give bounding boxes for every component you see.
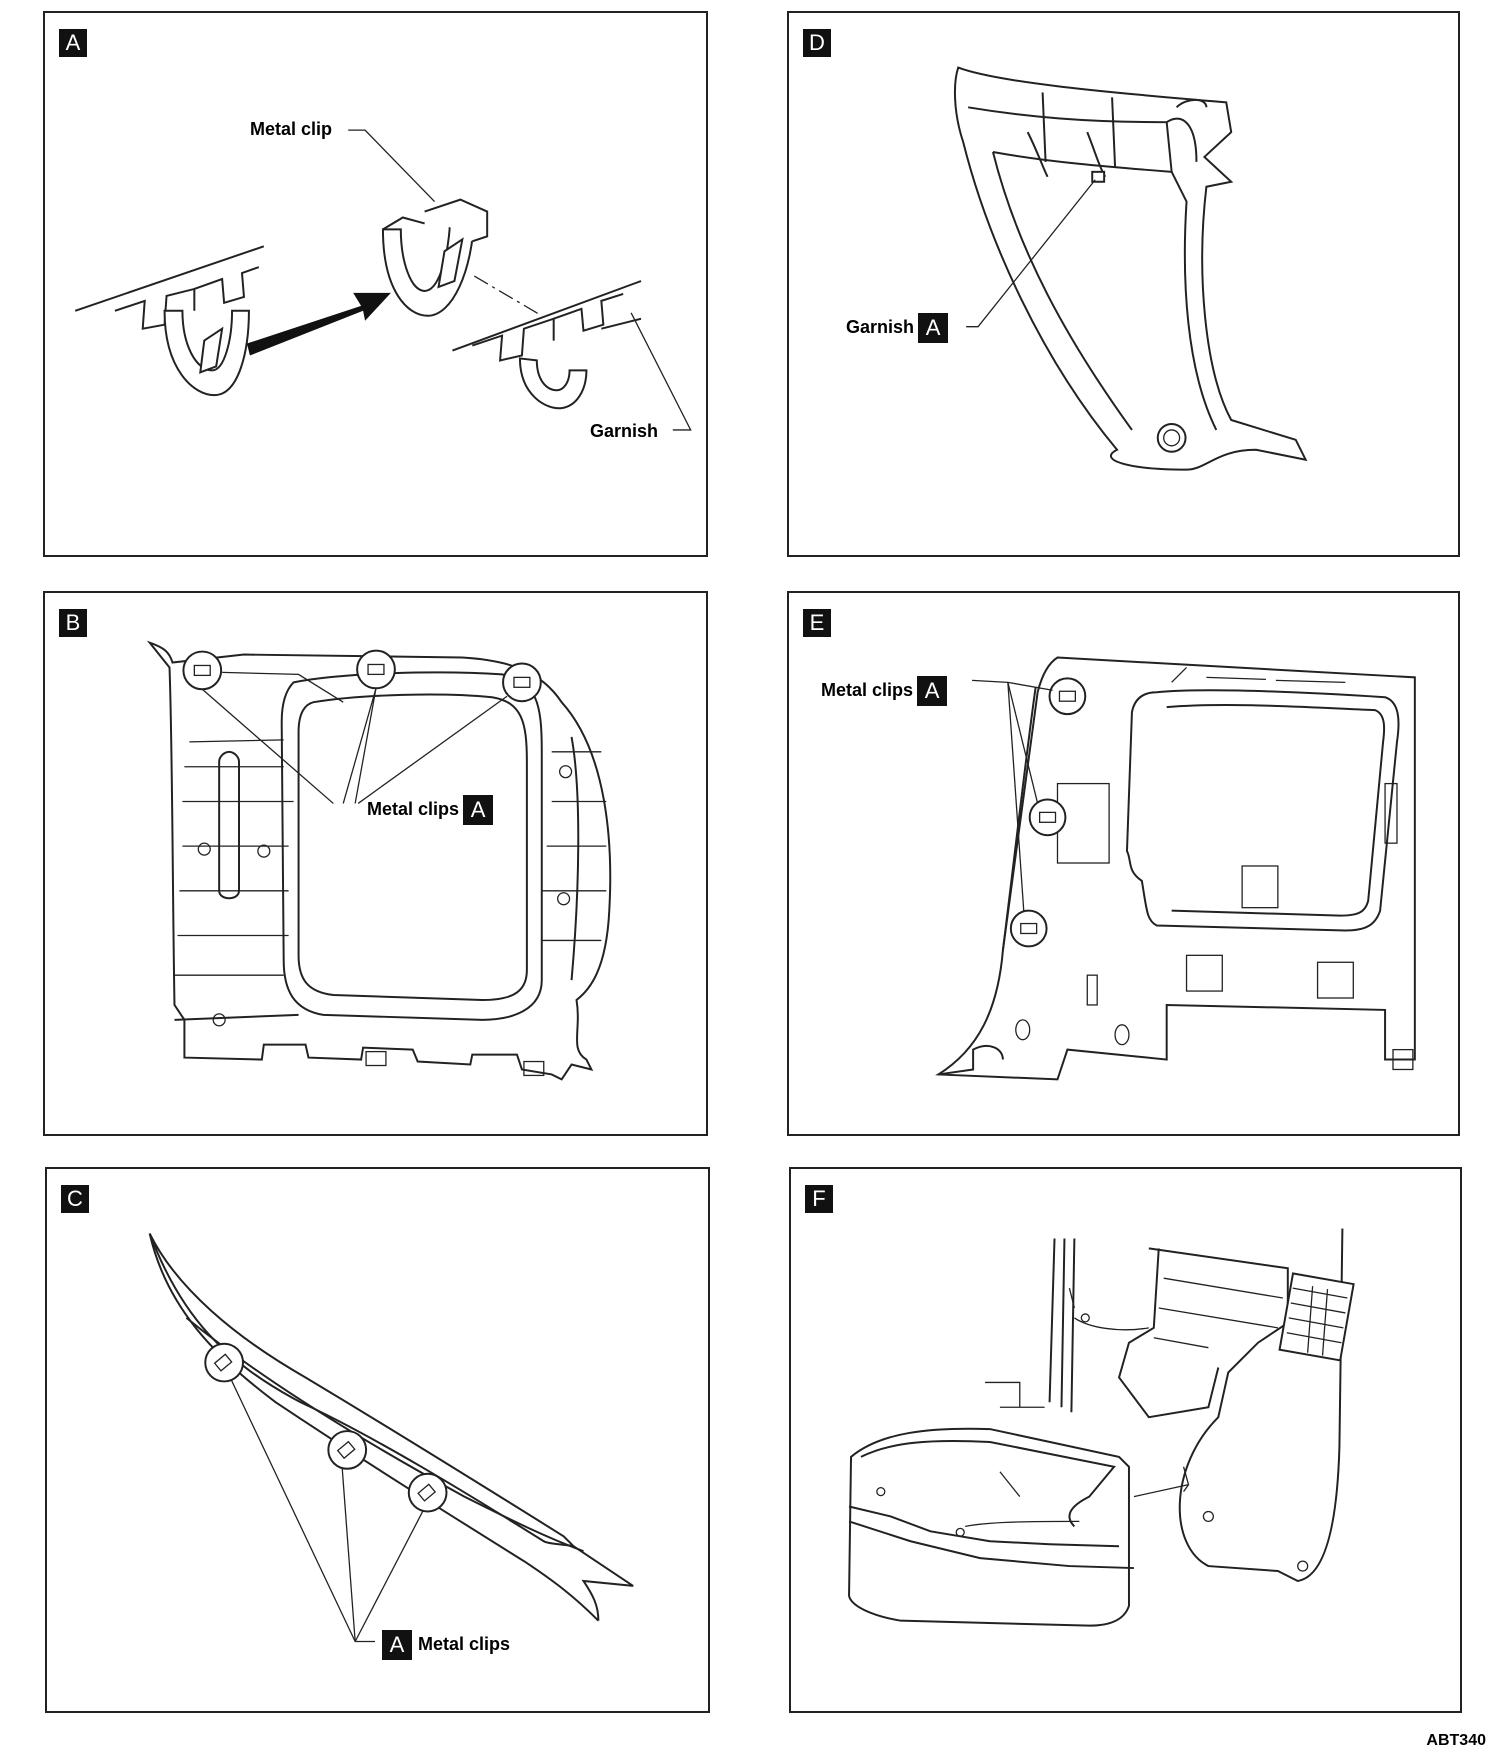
luggage-side-trim-illustration bbox=[935, 656, 1416, 1081]
figure-code: ABT340 bbox=[1426, 1732, 1486, 1749]
garnish-panel-illustration bbox=[953, 66, 1308, 471]
panel-tag-b: B bbox=[59, 609, 87, 637]
reference-tag-a: A bbox=[463, 795, 494, 825]
panel-tag-e: E bbox=[803, 609, 831, 637]
rear-side-trim-panel-illustration bbox=[146, 640, 612, 1081]
garnish-label-text: Garnish bbox=[846, 316, 915, 337]
reference-tag-a: A bbox=[382, 1630, 412, 1660]
panel-c: C A Metal clips bbox=[45, 1167, 710, 1713]
metal-clip-label: Metal clip bbox=[250, 119, 333, 139]
panel-tag-d: D bbox=[803, 29, 831, 57]
cargo-floor-trim-illustration bbox=[848, 1228, 1355, 1627]
metal-clips-label-text: Metal clips bbox=[367, 798, 460, 819]
panel-tag-f: F bbox=[805, 1185, 833, 1213]
metal-clips-label-text: Metal clips bbox=[821, 679, 914, 700]
metal-clips-label: A Metal clips bbox=[382, 1630, 510, 1660]
reference-tag-a: A bbox=[918, 313, 949, 343]
roof-rail-garnish-illustration bbox=[148, 1233, 634, 1643]
panel-a: A Metal clip Garnish bbox=[43, 11, 708, 557]
panel-f: F bbox=[789, 1167, 1462, 1713]
panel-tag-c: C bbox=[61, 1185, 89, 1213]
garnish-label: Garnish bbox=[590, 421, 659, 441]
reference-tag-a: A bbox=[917, 676, 948, 706]
metal-clips-label-text: Metal clips bbox=[418, 1633, 511, 1654]
metal-clip-installation-illustration bbox=[74, 129, 692, 431]
panel-tag-a: A bbox=[59, 29, 87, 57]
